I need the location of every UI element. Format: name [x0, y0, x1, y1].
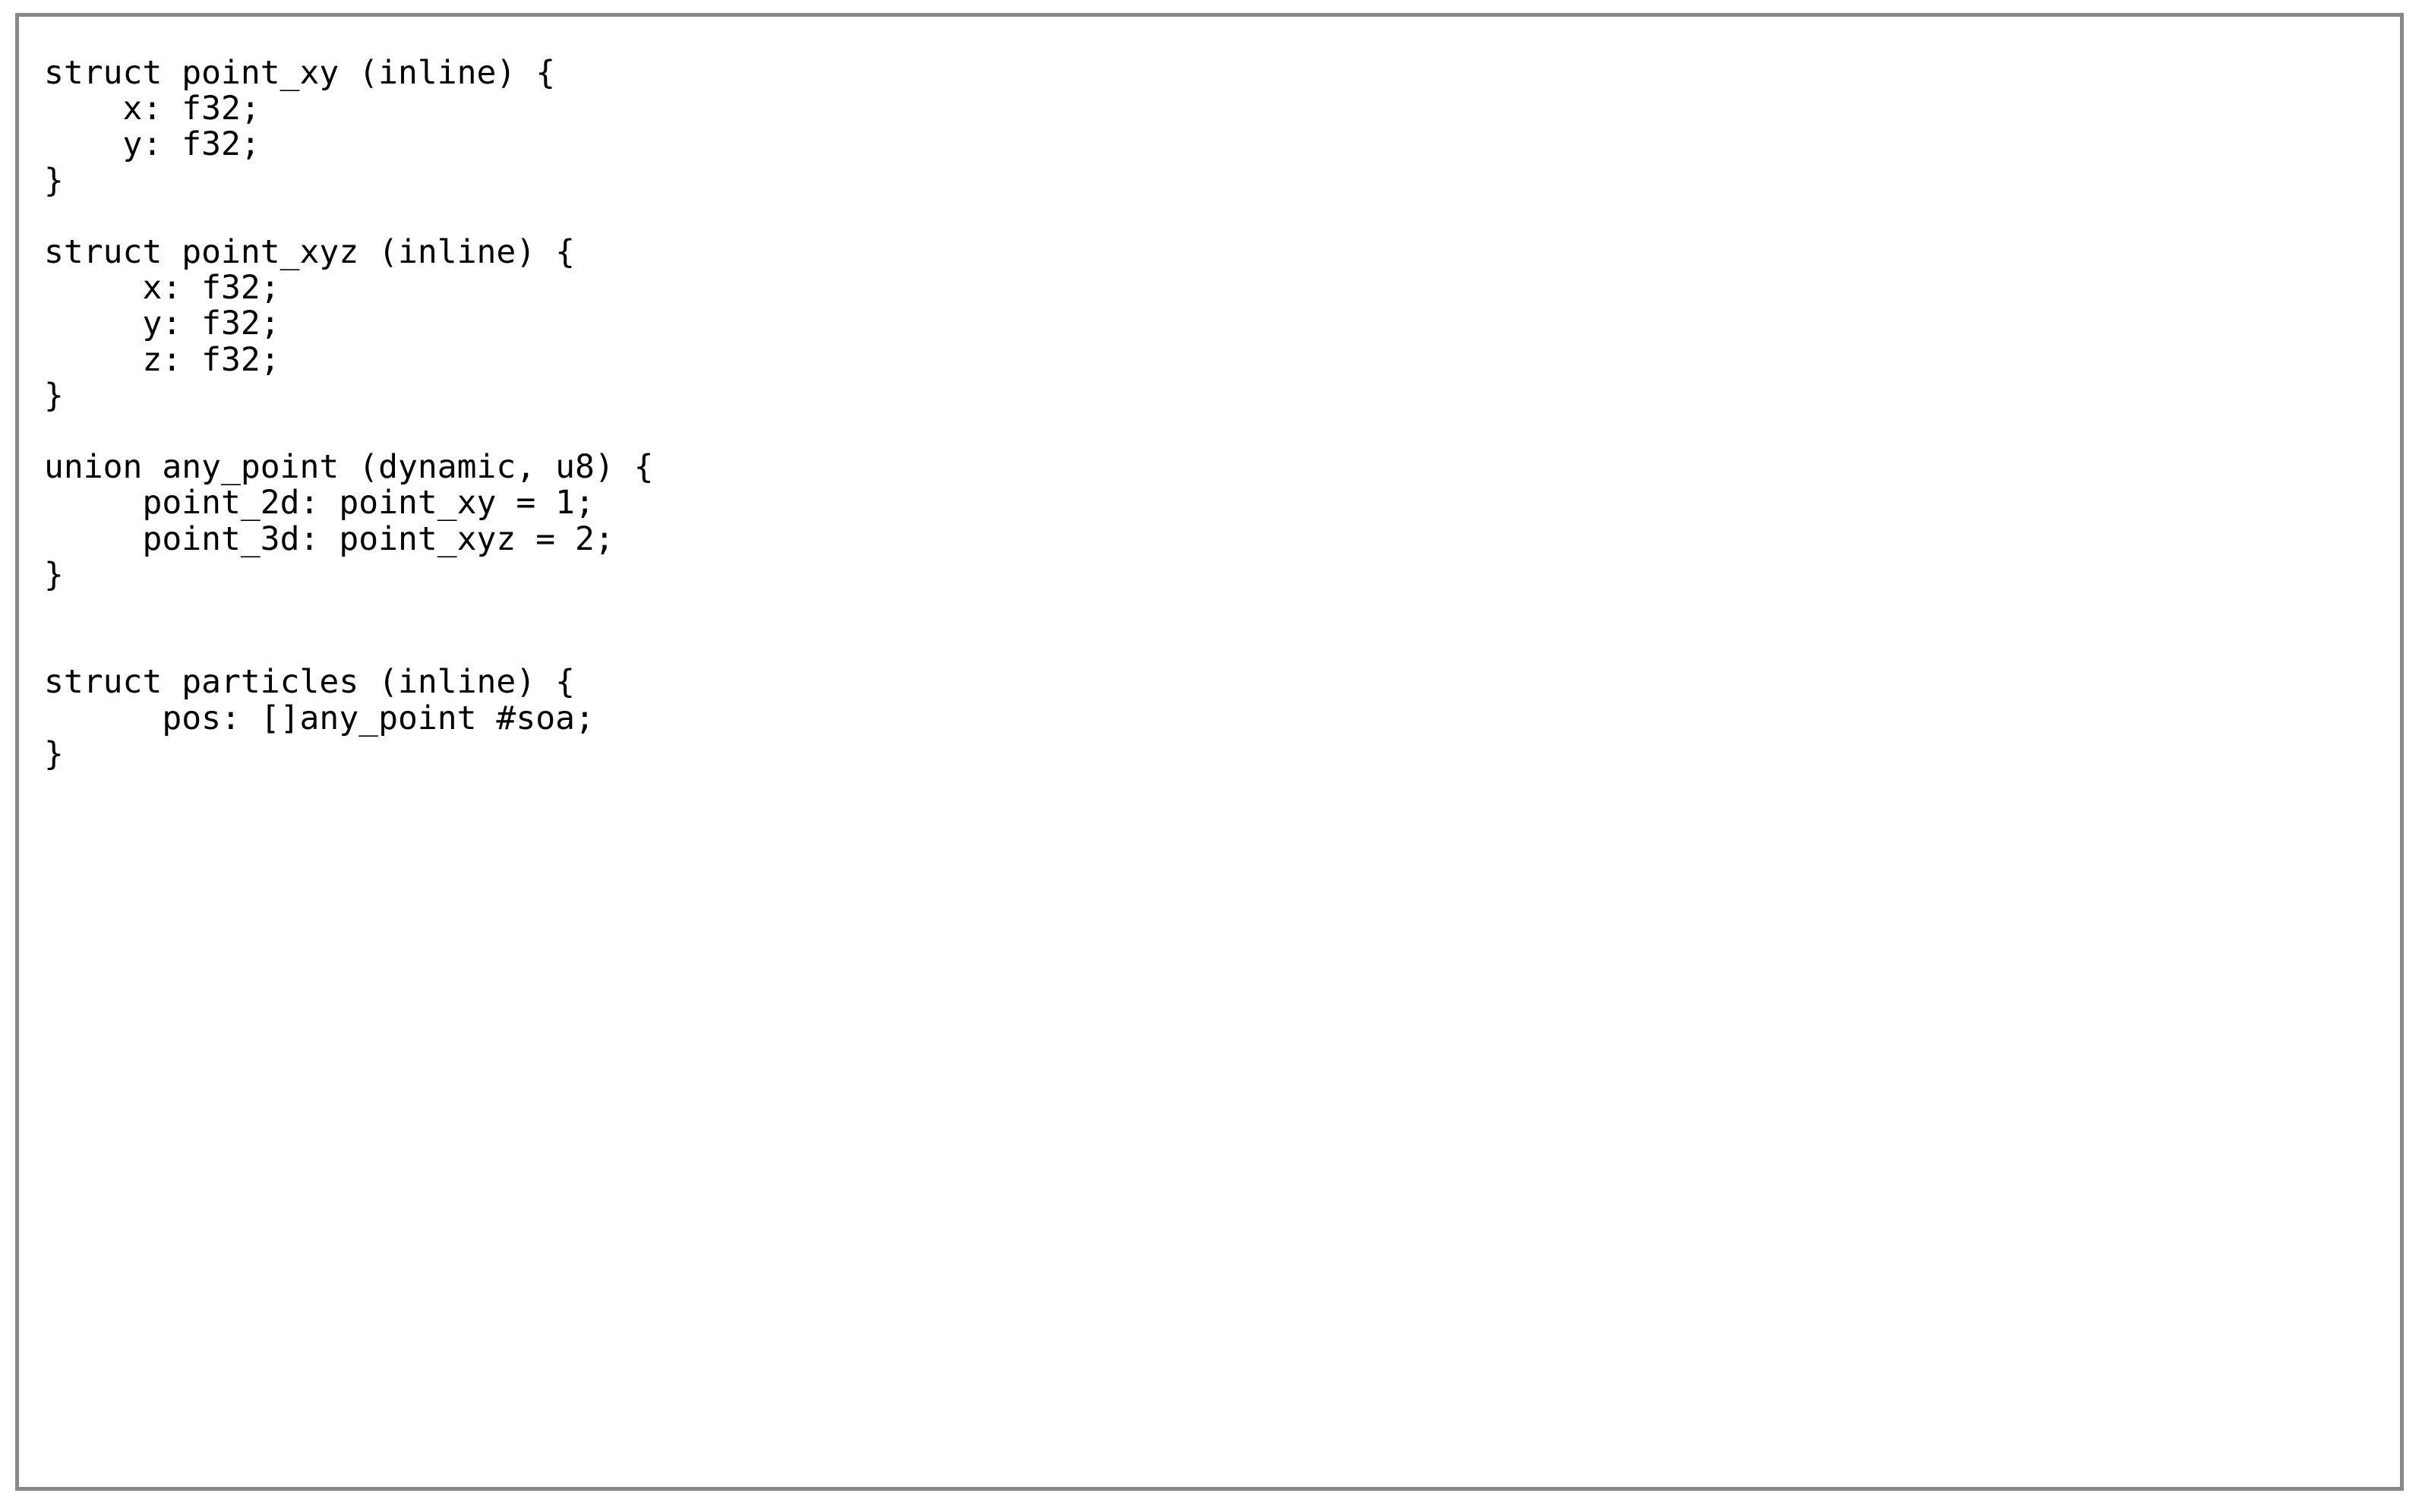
code-line: point_3d: point_xyz = 2;	[44, 519, 614, 558]
code-line-blank	[44, 199, 2400, 235]
code-listing[interactable]: struct point_xy (inline) { x: f32; y: f3…	[44, 55, 2400, 772]
code-line: z: f32;	[44, 340, 280, 379]
code-line-blank	[44, 629, 2400, 664]
code-line-blank	[44, 593, 2400, 629]
code-line: x: f32;	[44, 90, 261, 128]
code-line: union any_point (dynamic, u8) {	[44, 448, 654, 487]
code-line: }	[44, 376, 64, 415]
code-line: }	[44, 161, 64, 200]
code-line: }	[44, 555, 64, 594]
code-line-blank	[44, 414, 2400, 450]
code-line: struct point_xyz (inline) {	[44, 233, 575, 272]
code-line: x: f32;	[44, 269, 280, 308]
code-line: pos: []any_point #soa;	[44, 699, 595, 737]
code-line: y: f32;	[44, 305, 280, 343]
code-line: struct particles (inline) {	[44, 663, 575, 702]
code-line: point_2d: point_xy = 1;	[44, 484, 595, 522]
code-line: }	[44, 734, 64, 773]
code-panel: struct point_xy (inline) { x: f32; y: f3…	[15, 13, 2404, 1491]
code-line: y: f32;	[44, 125, 261, 164]
code-line: struct point_xy (inline) {	[44, 54, 556, 92]
